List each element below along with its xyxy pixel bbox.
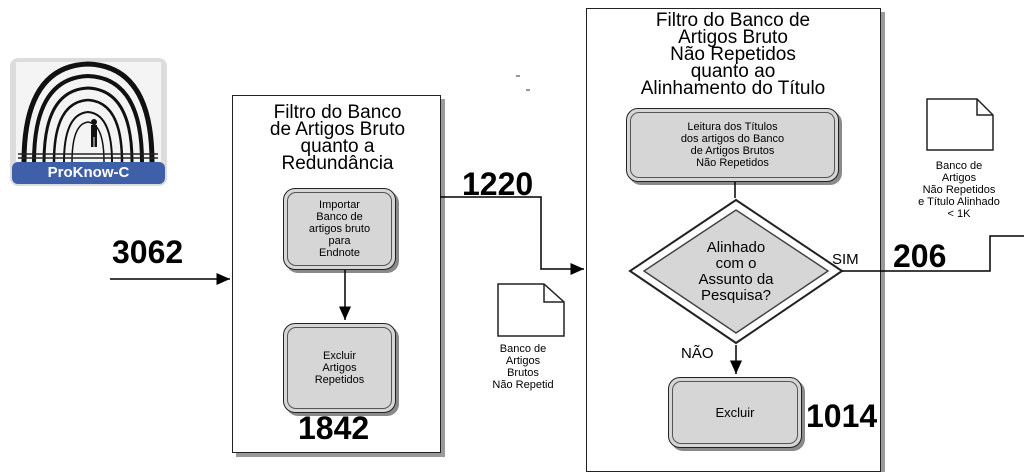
read-titles-process: Leitura dos Títulos dos artigos do Banco… bbox=[626, 108, 839, 182]
remove-duplicates-label: Excluir Artigos Repetidos bbox=[314, 350, 365, 386]
raw-unique-document-icon bbox=[497, 283, 565, 337]
after-dedup-count: 1220 bbox=[462, 166, 534, 202]
remove-duplicates-process: Excluir Artigos Repetidos bbox=[283, 323, 396, 413]
import-endnote-label: Importar Banco de artigos bruto para End… bbox=[308, 199, 371, 259]
logo-text: ProKnow-C bbox=[47, 164, 130, 181]
exclude-label: Excluir bbox=[715, 404, 755, 420]
proknow-c-logo: ProKnow-C bbox=[10, 58, 167, 186]
tunnel-icon bbox=[10, 58, 167, 186]
decision-label: Alinhado com o Assunto da Pesquisa? bbox=[698, 239, 774, 304]
input-count: 3062 bbox=[112, 234, 184, 270]
no-label: NÃO bbox=[681, 345, 714, 362]
aligned-count: 206 bbox=[893, 238, 947, 274]
redundancy-filter-title: Filtro do Banco de Artigos Bruto quanto … bbox=[269, 102, 406, 174]
raw-unique-document-label: Banco de Artigos Brutos Não Repetid bbox=[492, 343, 554, 391]
aligned-document-label: Banco de Artigos Não Repetidos e Título … bbox=[918, 160, 1000, 220]
yes-label: SIM bbox=[832, 251, 859, 268]
excluded-count: 1014 bbox=[806, 398, 878, 434]
aligned-document-icon bbox=[926, 98, 994, 151]
duplicates-count: 1842 bbox=[298, 410, 370, 446]
flow-connectors bbox=[110, 75, 1024, 374]
import-endnote-process: Importar Banco de artigos bruto para End… bbox=[283, 188, 396, 270]
alignment-decision-diamond bbox=[628, 198, 844, 345]
read-titles-label: Leitura dos Títulos dos artigos do Banco… bbox=[680, 121, 785, 169]
title-alignment-title: Filtro do Banco de Artigos Bruto Não Rep… bbox=[640, 10, 826, 99]
exclude-process: Excluir bbox=[668, 377, 802, 448]
